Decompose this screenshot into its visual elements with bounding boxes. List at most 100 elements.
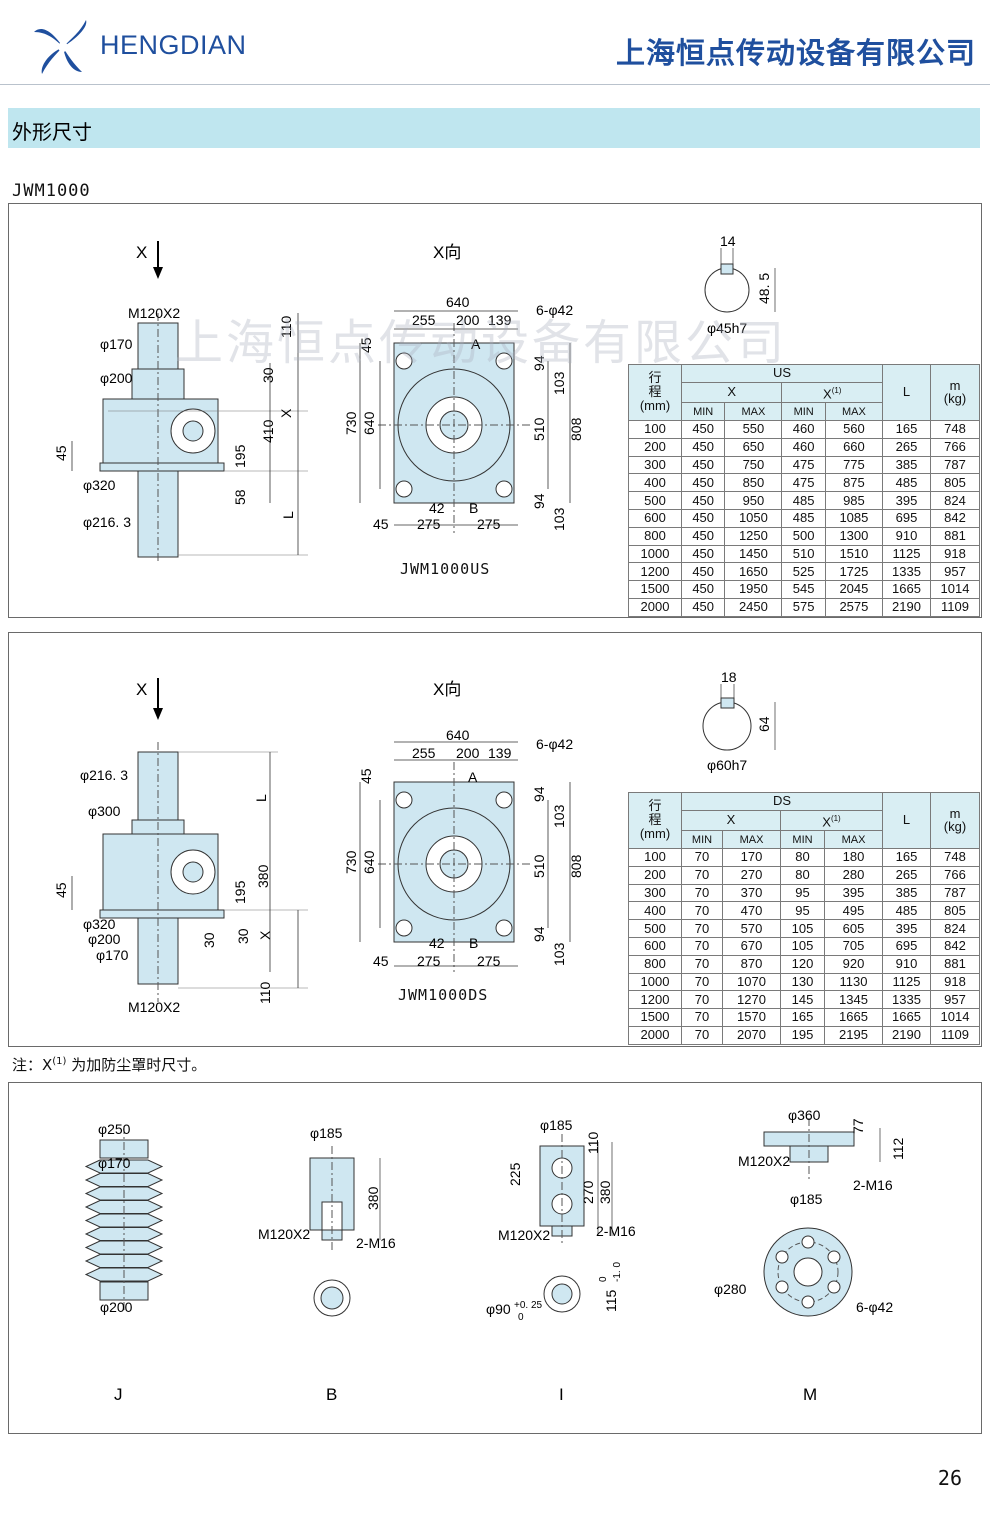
ds-dim-m: M120X2 <box>128 999 180 1015</box>
table-cell: 450 <box>680 508 726 528</box>
table-cell: 1650 <box>724 562 783 582</box>
m-holes: 6-φ42 <box>856 1299 893 1315</box>
table-cell: 500 <box>628 919 682 938</box>
us-top-view <box>359 310 571 533</box>
arrow-down-icon <box>153 708 163 720</box>
us-dim-d200: φ200 <box>100 370 133 386</box>
ds-view-x-label: X <box>136 680 147 699</box>
table-cell: 875 <box>824 473 884 493</box>
ds-head-l: L <box>882 792 931 849</box>
b-v380: 380 <box>365 1186 381 1210</box>
b-m16: 2-M16 <box>356 1235 396 1251</box>
us-caption: JWM1000US <box>400 560 491 578</box>
table-cell: 165 <box>780 1008 825 1027</box>
table-cell: 918 <box>930 544 980 564</box>
table-cell: 805 <box>930 901 980 921</box>
i-tol-lo: 0 <box>518 1312 524 1323</box>
ds-spec-table: 行程(mm) DS L m(kg) X X(1) MIN MAX MIN MAX… <box>628 792 980 1045</box>
table-cell: 824 <box>930 491 980 510</box>
table-cell: 800 <box>628 526 682 546</box>
table-cell: 918 <box>930 972 980 992</box>
us-dim-a: A <box>471 336 481 352</box>
us-dim-195: 195 <box>232 444 248 468</box>
table-cell: 1500 <box>628 1008 682 1027</box>
table-cell: 485 <box>781 491 826 510</box>
table-cell: 1450 <box>724 544 783 564</box>
us-dim-30: 30 <box>260 367 276 383</box>
end-m <box>763 1118 881 1317</box>
us-head-min1: MIN <box>680 402 726 421</box>
table-cell: 1665 <box>882 1008 931 1027</box>
table-cell: 1050 <box>724 508 783 528</box>
us-dim-d2163: φ216. 3 <box>83 514 131 530</box>
table-cell: 265 <box>882 865 931 885</box>
ds-caption: JWM1000DS <box>398 986 489 1004</box>
table-cell: 70 <box>680 1008 724 1027</box>
table-cell: 510 <box>781 544 826 564</box>
table-cell: 1345 <box>823 990 884 1010</box>
table-cell: 750 <box>724 455 783 475</box>
ds-dim-d2163: φ216. 3 <box>80 767 128 783</box>
table-cell: 748 <box>930 419 980 439</box>
us-drawings: X M120X2 φ170 φ200 φ320 φ216. 3 110 30 4… <box>53 241 584 563</box>
table-cell: 1665 <box>823 1008 884 1027</box>
table-cell: 824 <box>930 919 980 938</box>
us-dim-103a: 103 <box>551 371 567 395</box>
table-cell: 957 <box>930 562 980 582</box>
us-dim-58: 58 <box>232 489 248 505</box>
ds-dim-640v: 640 <box>361 850 377 874</box>
us-dim-m: M120X2 <box>128 305 180 321</box>
i-tol2-up: 0 <box>598 1276 609 1282</box>
ds-dim-730: 730 <box>343 850 359 874</box>
us-head-stroke: 行程 <box>648 370 662 400</box>
ds-dim-45: 45 <box>53 882 69 898</box>
table-cell: 400 <box>628 901 682 921</box>
ds-head-stroke: 行程 <box>648 798 662 828</box>
m-label: M <box>803 1385 817 1404</box>
table-cell: 105 <box>780 919 825 938</box>
table-cell: 600 <box>628 508 682 528</box>
table-cell: 842 <box>930 936 980 956</box>
ds-dim-195: 195 <box>232 880 248 904</box>
m-d280: φ280 <box>714 1281 747 1297</box>
i-d185: φ185 <box>540 1117 573 1133</box>
ds-dim-255: 255 <box>412 745 436 761</box>
table-cell: 1070 <box>722 972 781 992</box>
i-v225: 225 <box>507 1162 523 1186</box>
table-cell: 695 <box>882 508 931 528</box>
table-cell: 485 <box>882 901 931 921</box>
flange-hole <box>801 1295 815 1309</box>
table-cell: 525 <box>781 562 826 582</box>
table-cell: 910 <box>882 954 931 974</box>
ds-dim-94a: 94 <box>531 786 547 802</box>
us-head-x: X <box>680 381 783 404</box>
us-spec-table: 行程(mm) US L m(kg) X X(1) MIN MAX MIN MAX… <box>628 364 980 617</box>
us-shaft-detail: 14 48. 5 φ45h7 <box>704 233 776 336</box>
table-cell: 805 <box>930 473 980 493</box>
us-head-m: m <box>949 378 961 394</box>
us-head-min2: MIN <box>781 402 826 421</box>
i-label: I <box>559 1385 564 1404</box>
us-dim-275a: 275 <box>417 516 441 532</box>
ds-dim-275b: 275 <box>477 953 501 969</box>
brand-name: HENGDIAN <box>100 30 247 60</box>
table-cell: 748 <box>930 847 980 867</box>
table-cell: 145 <box>780 990 825 1010</box>
us-dim-510: 510 <box>531 417 547 441</box>
us-dim-holes: 6-φ42 <box>536 302 573 318</box>
us-dim-275b: 275 <box>477 516 501 532</box>
i-tol2-lo: -1. 0 <box>612 1262 623 1282</box>
table-cell: 1270 <box>722 990 781 1010</box>
hengdian-logo-icon <box>34 20 87 74</box>
